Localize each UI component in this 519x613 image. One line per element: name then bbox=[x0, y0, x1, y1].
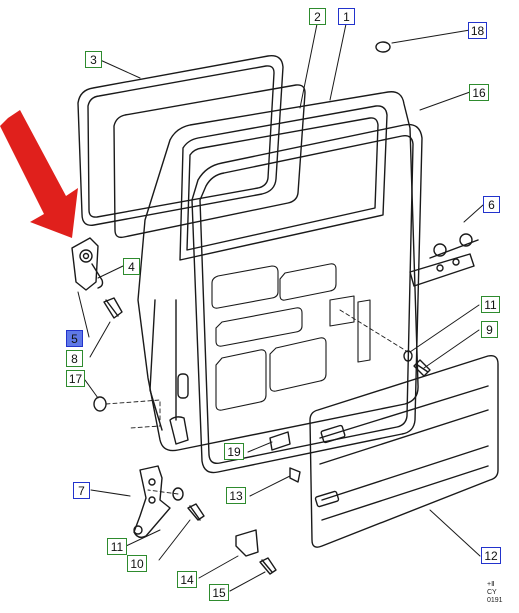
drawing-code-line1: +Ⅱ bbox=[487, 581, 495, 588]
door-panel-part bbox=[137, 91, 419, 452]
plug-part bbox=[375, 41, 391, 53]
window-glass-part bbox=[113, 84, 306, 239]
bracket-part bbox=[235, 529, 259, 557]
callout-13: 13 bbox=[226, 487, 246, 504]
alignment-dashes bbox=[105, 309, 409, 495]
window-frame-part bbox=[77, 55, 284, 226]
callout-3: 3 bbox=[85, 51, 102, 68]
callout-14: 14 bbox=[177, 571, 197, 588]
striker-part bbox=[269, 431, 291, 451]
washer-right-part bbox=[403, 350, 413, 362]
door-seal-part bbox=[191, 123, 423, 474]
drawing-code-line3: 0191 bbox=[487, 597, 503, 604]
callout-18: 18 bbox=[468, 22, 487, 39]
callout-9: 9 bbox=[481, 321, 498, 338]
callout-17: 17 bbox=[66, 370, 85, 387]
callout-15: 15 bbox=[209, 584, 229, 601]
door-inner-panel-cutouts bbox=[211, 263, 371, 411]
callout-5-highlighted: 5 bbox=[66, 330, 83, 347]
callout-4: 4 bbox=[123, 258, 140, 275]
callout-10: 10 bbox=[127, 555, 147, 572]
washer-part bbox=[172, 487, 184, 501]
callout-8: 8 bbox=[66, 350, 83, 367]
trim-panel-part bbox=[309, 354, 499, 548]
callout-19: 19 bbox=[224, 443, 244, 460]
callout-12: 12 bbox=[481, 547, 501, 564]
callout-11-left: 11 bbox=[107, 538, 127, 555]
small-screw-part bbox=[259, 557, 277, 575]
screw-right-part bbox=[413, 359, 431, 377]
screw-part bbox=[103, 297, 123, 319]
callout-2: 2 bbox=[309, 8, 326, 25]
callout-6: 6 bbox=[483, 196, 500, 213]
hinge-part bbox=[409, 233, 479, 287]
callout-16: 16 bbox=[469, 84, 489, 101]
latch-part bbox=[71, 237, 104, 291]
callout-11-right: 11 bbox=[481, 296, 500, 313]
drawing-code-line2: CY bbox=[487, 589, 497, 596]
callout-7: 7 bbox=[73, 482, 90, 499]
fastener-part bbox=[289, 467, 301, 483]
bolt-part bbox=[187, 503, 205, 521]
callout-1: 1 bbox=[338, 8, 355, 25]
leader-lines bbox=[77, 23, 484, 592]
lower-hinge-part bbox=[133, 465, 171, 539]
drawing-code: +Ⅱ CY 0191 bbox=[487, 581, 503, 605]
red-indicator-arrow bbox=[0, 110, 78, 238]
bumper-part bbox=[93, 396, 107, 412]
